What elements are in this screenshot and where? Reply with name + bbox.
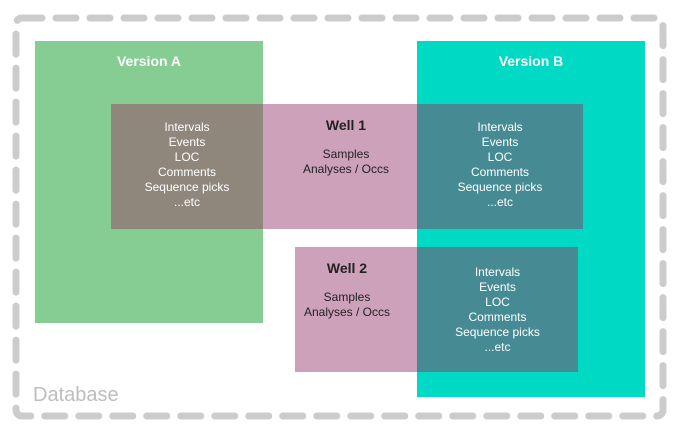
list-item: Intervals bbox=[477, 120, 523, 134]
well-1-title: Well 1 bbox=[325, 117, 367, 133]
list-item: Sequence picks bbox=[455, 325, 540, 339]
well-2-band: Well 2 Samples Analyses / Occs Intervals… bbox=[295, 247, 578, 372]
list-item: LOC bbox=[174, 150, 200, 164]
list-item: ...etc bbox=[173, 195, 200, 209]
well-2-version-b-items: Intervals Events LOC Comments Sequence p… bbox=[417, 265, 578, 355]
list-item: Intervals bbox=[164, 120, 210, 134]
well-2-body bbox=[295, 247, 417, 372]
list-item: Events bbox=[481, 135, 519, 149]
list-item: Samples bbox=[323, 290, 371, 304]
well-1-version-a-items: Intervals Events LOC Comments Sequence p… bbox=[111, 120, 263, 210]
list-item: Comments bbox=[470, 165, 529, 179]
well-1-version-b-overlap bbox=[417, 104, 583, 229]
well-2-center: Well 2 Samples Analyses / Occs bbox=[295, 261, 399, 320]
well-2-title: Well 2 bbox=[326, 260, 368, 276]
list-item: Events bbox=[479, 280, 516, 294]
list-item: ...etc bbox=[484, 340, 511, 354]
list-item: Intervals bbox=[474, 265, 521, 279]
well-1-band: Intervals Events LOC Comments Sequence p… bbox=[111, 104, 583, 229]
list-item: Comments bbox=[157, 165, 216, 179]
well-1-version-b-items: Intervals Events LOC Comments Sequence p… bbox=[417, 120, 583, 210]
version-b-title: Version B bbox=[498, 53, 564, 69]
list-item: Sequence picks bbox=[144, 180, 230, 194]
list-item: ...etc bbox=[486, 195, 513, 209]
version-a-title: Version A bbox=[116, 53, 182, 69]
well-1-center: Well 1 Samples Analyses / Occs bbox=[263, 118, 429, 177]
list-item: Sequence picks bbox=[457, 180, 543, 194]
list-item: LOC bbox=[487, 150, 513, 164]
list-item: Comments bbox=[468, 310, 527, 324]
well-1-body bbox=[263, 104, 417, 229]
well-1-version-a-overlap bbox=[111, 104, 263, 229]
list-item: Samples bbox=[322, 147, 370, 161]
list-item: LOC bbox=[485, 295, 510, 309]
well-2-version-b-overlap bbox=[417, 247, 578, 372]
list-item: Analyses / Occs bbox=[302, 162, 390, 176]
list-item: Events bbox=[168, 135, 206, 149]
list-item: Analyses / Occs bbox=[303, 305, 391, 319]
database-label: Database bbox=[33, 384, 119, 406]
